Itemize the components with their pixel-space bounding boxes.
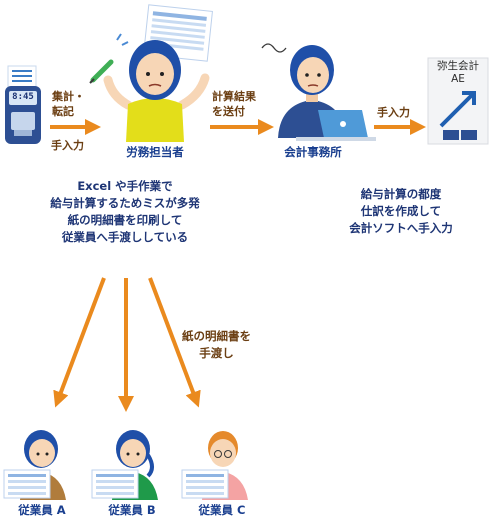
staff-note-line: 従業員へ手渡ししている	[61, 230, 189, 244]
employee-c-caption: 従業員 C	[198, 503, 246, 517]
time-clock-icon	[5, 65, 41, 144]
employee-c-illustration	[181, 431, 248, 500]
software-title: 弥生会計 AE	[428, 60, 488, 86]
office-note-line: 会計ソフトへ手入力	[349, 221, 453, 235]
staff-note-line: 紙の明細書を印刷して	[67, 213, 183, 227]
office-caption: 会計事務所	[284, 145, 342, 159]
arrow-label-manual-entry-2: 手入力	[377, 106, 410, 119]
employee-a-illustration	[3, 430, 66, 500]
staff-caption: 労務担当者	[126, 145, 184, 159]
distribute-label: 紙の明細書を 手渡し	[182, 328, 251, 362]
employee-a-caption: 従業員 A	[18, 503, 66, 517]
yayoi-software-box-icon	[427, 57, 489, 145]
office-worker-illustration	[261, 43, 376, 141]
arrow-label-manual-entry-1: 手入力	[51, 139, 84, 152]
arrow-label-aggregate-line1: 集計・	[52, 90, 85, 103]
arrow-label-send-results-line1: 計算結果	[212, 90, 256, 103]
arrow-label-aggregate: 集計・ 転記	[52, 89, 85, 119]
staff-note-line: 給与計算するためミスが多発	[50, 196, 200, 210]
distribute-label-line1: 紙の明細書を	[182, 329, 251, 343]
arrow-to-employee-c	[148, 277, 201, 408]
staff-note: Excel や手作業で 給与計算するためミスが多発 紙の明細書を印刷して 従業員…	[30, 178, 220, 246]
distribute-label-line2: 手渡し	[199, 346, 234, 360]
office-note: 給与計算の都度 仕訳を作成して 会計ソフトへ手入力	[326, 186, 476, 237]
arrow-label-send-results-line2: を送付	[212, 105, 245, 118]
software-title-line2: AE	[451, 73, 465, 85]
time-clock-display: 8:45	[12, 92, 34, 102]
office-note-line: 仕訳を作成して	[360, 204, 442, 218]
staff-note-line: Excel や手作業で	[77, 179, 173, 193]
arrow-label-send-results: 計算結果 を送付	[212, 89, 256, 119]
arrow-label-aggregate-line2: 転記	[52, 105, 74, 118]
arrow-to-employee-a	[53, 277, 106, 408]
software-title-line1: 弥生会計	[437, 60, 479, 72]
employee-b-caption: 従業員 B	[108, 503, 156, 517]
employee-b-illustration	[91, 430, 158, 500]
staff-person-illustration	[89, 4, 213, 142]
office-note-line: 給与計算の都度	[360, 187, 442, 201]
